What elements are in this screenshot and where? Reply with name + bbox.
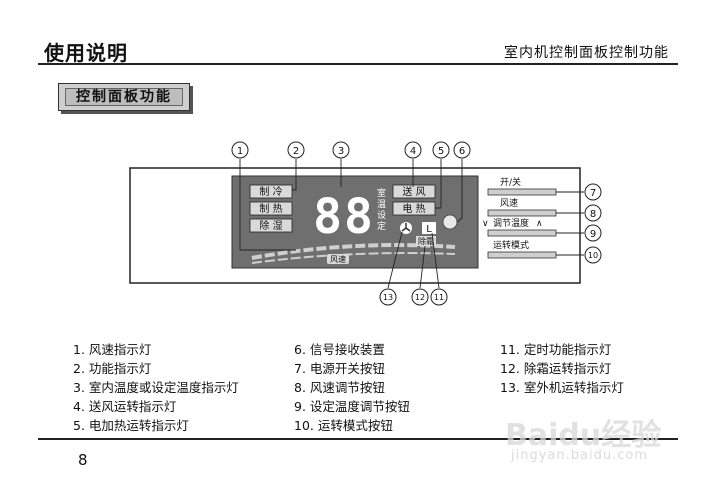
- legend-column-3: 11. 定时功能指示灯 12. 除霜运转指示灯 13. 室外机运转指示灯: [500, 340, 624, 397]
- svg-text:L: L: [426, 224, 432, 235]
- top-rule: [38, 63, 678, 65]
- mode-cool-lamp: [249, 184, 293, 199]
- legend-item: 8. 风速调节按钮: [294, 380, 385, 395]
- legend-item: 6. 信号接收装置: [294, 342, 385, 357]
- leader-lines: [239, 159, 584, 289]
- mode-dry-lamp: [249, 218, 293, 233]
- mode-heat-label: 制 热: [259, 202, 282, 215]
- svg-text:13: 13: [383, 293, 393, 302]
- svg-text:7: 7: [590, 188, 596, 199]
- defrost-label: 除霜: [418, 236, 434, 246]
- callouts: 1 2 3 4 5 6 7 8 9 10 11 12 13: [231, 141, 602, 306]
- legend-item: 5. 电加热运转指示灯: [73, 418, 189, 433]
- mode-button: [487, 251, 557, 259]
- temp-label-2: 温: [377, 199, 386, 210]
- legend-column-1: 1. 风速指示灯 2. 功能指示灯 3. 室内温度或设定温度指示灯 4. 送风运…: [73, 340, 239, 435]
- mode-button-label: 运转模式: [493, 239, 529, 251]
- legend-item: 11. 定时功能指示灯: [500, 342, 612, 357]
- fan-speed-button: [487, 209, 557, 217]
- section-title: 室内机控制面板控制功能: [504, 45, 669, 61]
- page-number: 8: [78, 451, 88, 469]
- legend-item: 4. 送风运转指示灯: [73, 399, 177, 414]
- legend-item: 9. 设定温度调节按钮: [294, 399, 410, 414]
- fan-lamp: [392, 184, 436, 199]
- svg-text:11: 11: [434, 293, 444, 302]
- fan-speed-label-box: [327, 254, 349, 264]
- heater-lamp: [392, 201, 436, 216]
- fan-speed-label: 风速: [330, 255, 346, 264]
- svg-text:6: 6: [459, 146, 465, 157]
- svg-text:∨: ∨: [482, 219, 489, 229]
- mode-heat-lamp: [249, 201, 293, 216]
- mode-dry-label: 除 湿: [259, 219, 282, 232]
- watermark-url: jingyan.baidu.com: [511, 448, 648, 463]
- legend-item: 10. 运转模式按钮: [294, 418, 393, 433]
- legend-item: 3. 室内温度或设定温度指示灯: [73, 380, 239, 395]
- legend-item: 7. 电源开关按钮: [294, 361, 385, 376]
- mode-cool-label: 制 冷: [259, 185, 282, 198]
- svg-text:12: 12: [415, 293, 425, 302]
- svg-text:5: 5: [438, 146, 444, 157]
- power-button: [487, 188, 557, 196]
- defrost-label-box: [416, 236, 436, 246]
- svg-text:4: 4: [410, 146, 416, 157]
- watermark-logo: Baidu经验: [505, 418, 662, 453]
- temperature-digits: 88: [313, 189, 375, 245]
- signal-receiver-icon: [442, 214, 458, 230]
- fan-label: 送 风: [402, 185, 425, 198]
- watermark: Baidu经验 jingyan.baidu.com: [505, 410, 685, 470]
- temp-adjust-button: [487, 229, 557, 237]
- legend-item: 12. 除霜运转指示灯: [500, 361, 612, 376]
- legend-item: 13. 室外机运转指示灯: [500, 380, 624, 395]
- section-label-box: 控制面板功能: [58, 83, 190, 111]
- page-title: 使用说明: [44, 41, 128, 65]
- fan-speed-button-label: 风速: [500, 198, 518, 209]
- temp-label-4: 定: [377, 220, 386, 232]
- svg-text:9: 9: [590, 229, 596, 240]
- temp-adjust-label: 调节温度: [493, 217, 529, 229]
- svg-text:8: 8: [590, 209, 596, 220]
- bottom-rule: [38, 438, 678, 440]
- svg-text:10: 10: [588, 251, 598, 260]
- svg-text:2: 2: [293, 146, 299, 157]
- legend-item: 2. 功能指示灯: [73, 361, 152, 376]
- heater-label: 电 热: [402, 202, 425, 215]
- timer-icon: [422, 222, 436, 234]
- power-label: 开/关: [500, 176, 521, 188]
- svg-text:1: 1: [237, 146, 243, 157]
- temp-label-1: 室: [377, 187, 386, 199]
- legend-column-2: 6. 信号接收装置 7. 电源开关按钮 8. 风速调节按钮 9. 设定温度调节按…: [294, 340, 410, 435]
- svg-text:∧: ∧: [536, 219, 543, 229]
- temp-label-3: 设: [377, 210, 386, 221]
- legend-item: 1. 风速指示灯: [73, 342, 152, 357]
- section-label: 控制面板功能: [65, 88, 183, 106]
- svg-text:3: 3: [338, 146, 344, 157]
